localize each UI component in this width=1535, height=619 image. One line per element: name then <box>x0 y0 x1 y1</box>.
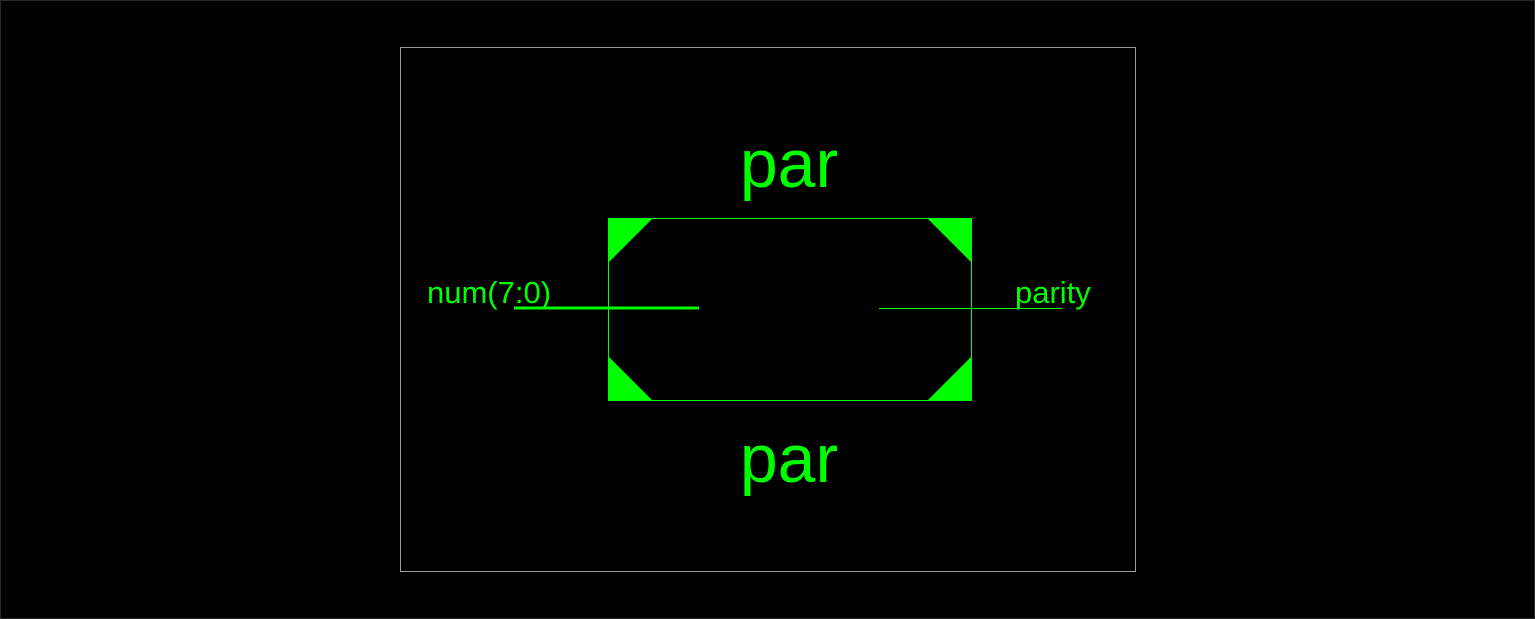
input-port-label: num(7:0) <box>427 275 551 310</box>
component-body[interactable] <box>608 218 972 401</box>
corner-marker-top-right <box>927 218 972 263</box>
corner-marker-bottom-right <box>927 356 972 401</box>
input-port[interactable]: num(7:0) <box>427 275 699 310</box>
instance-name-label: par <box>740 126 838 202</box>
corner-marker-bottom-left <box>608 356 653 401</box>
cell-name-label: par <box>740 421 838 497</box>
output-port[interactable]: parity <box>879 275 1091 310</box>
output-port-label: parity <box>1015 275 1091 310</box>
sheet-frame <box>400 47 1136 572</box>
corner-marker-top-left <box>608 218 653 263</box>
